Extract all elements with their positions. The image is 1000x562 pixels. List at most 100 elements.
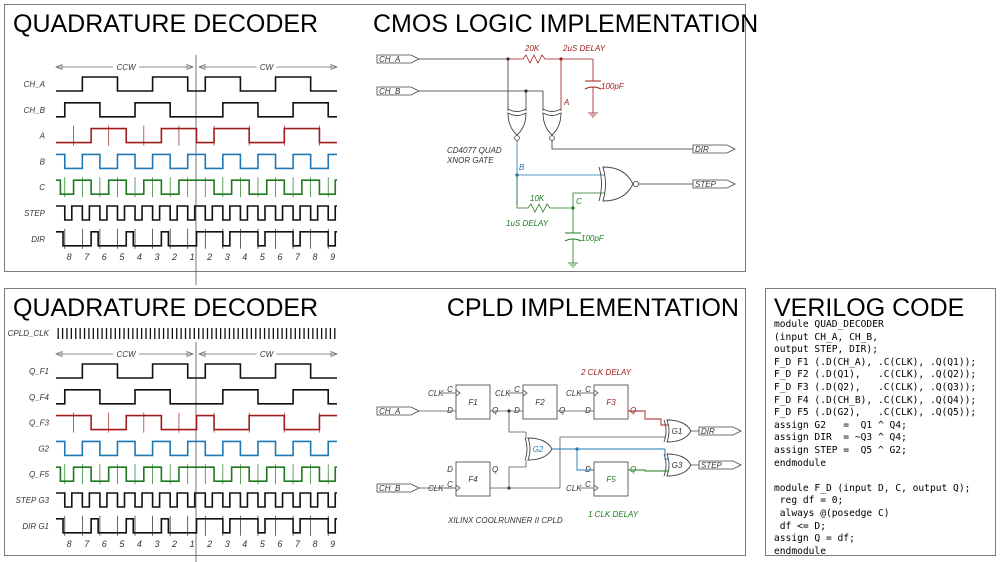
port-dir-label: DIR xyxy=(695,145,709,154)
waveform-dir xyxy=(56,231,337,247)
arrowhead-icon xyxy=(186,350,194,358)
delay-2clk-label: 2 CLK DELAY xyxy=(580,368,632,377)
wire xyxy=(572,192,605,208)
flipflop-f5 xyxy=(593,461,629,497)
cw-label: CW xyxy=(260,63,275,72)
arrowhead-icon xyxy=(330,350,338,358)
step-number: 9 xyxy=(330,539,335,549)
waveform-dir-g1 xyxy=(56,518,337,534)
xor-gate-g1-label: G1 xyxy=(672,427,683,436)
delay-1clk-label: 1 CLK DELAY xyxy=(588,510,639,519)
waveform-q_f4 xyxy=(56,389,337,405)
flipflop-f4 xyxy=(455,461,491,497)
step-number: 2 xyxy=(206,252,212,262)
port-ch-a-label: CH_A xyxy=(379,55,400,64)
wire xyxy=(508,466,526,488)
port-step xyxy=(692,179,736,189)
step-number: 2 xyxy=(171,539,177,549)
signal-label-b: B xyxy=(40,157,46,166)
flipflop-f2-label: F2 xyxy=(535,398,545,407)
cap2-label: 100pF xyxy=(581,234,605,243)
waveform-step-g3 xyxy=(56,492,337,508)
xnor-gate-2 xyxy=(542,108,562,112)
step-number: 3 xyxy=(154,252,159,262)
ccw-label: CCW xyxy=(116,350,137,359)
clock-input-icon xyxy=(593,484,599,492)
waveform-step xyxy=(56,205,337,221)
junction xyxy=(575,447,579,451)
clock-input-icon xyxy=(522,389,528,397)
port-dir xyxy=(698,426,742,436)
step-number: 7 xyxy=(84,252,90,262)
inversion-bubble xyxy=(514,135,520,141)
label-bg xyxy=(256,62,277,72)
clock-label: CPLD_CLK xyxy=(8,329,50,338)
step-number: 2 xyxy=(206,539,212,549)
label-bg xyxy=(113,62,139,72)
inversion-bubble xyxy=(549,135,555,141)
step-number: 4 xyxy=(242,539,247,549)
pin-clk: CLK xyxy=(428,389,444,398)
pin-q: Q xyxy=(492,406,498,415)
step-number: 5 xyxy=(119,539,125,549)
step-number: 6 xyxy=(102,252,107,262)
xnor-gate-1 xyxy=(507,108,527,112)
flipflop-f4-label: F4 xyxy=(468,475,478,484)
xnor-gate-2 xyxy=(542,112,562,136)
flipflop-f3-label: F3 xyxy=(606,398,616,407)
step-number: 7 xyxy=(295,539,301,549)
chip-label: XILINX COOLRUNNER II CPLD xyxy=(447,516,563,525)
arrowhead-icon xyxy=(55,63,63,71)
pin-q: Q xyxy=(630,406,636,415)
xor-gate-g1 xyxy=(666,419,692,443)
signal-label-q_f5: Q_F5 xyxy=(29,470,50,479)
arrowhead-icon xyxy=(55,350,63,358)
pin-c: C xyxy=(447,480,453,489)
xor-gate-g1 xyxy=(663,419,667,443)
xor-gate-g2 xyxy=(524,437,528,461)
xor-gate-g3 xyxy=(666,453,692,477)
step-number: 6 xyxy=(102,539,107,549)
step-number: 5 xyxy=(119,252,125,262)
step-number: 6 xyxy=(277,252,282,262)
cap1-label: 100pF xyxy=(601,82,625,91)
waveform-q_f5 xyxy=(56,466,337,482)
pin-d: D xyxy=(447,465,453,474)
signal-label-q_f1: Q_F1 xyxy=(29,367,49,376)
step-number: 3 xyxy=(154,539,159,549)
pin-clk: CLK xyxy=(495,389,511,398)
port-step-label: STEP xyxy=(701,461,723,470)
label-bg xyxy=(256,349,277,359)
signal-label-a: A xyxy=(39,132,45,141)
step-number: 6 xyxy=(277,539,282,549)
step-number: 2 xyxy=(171,252,177,262)
signal-label-ch_b: CH_B xyxy=(24,106,46,115)
wire xyxy=(628,469,669,472)
step-number: 3 xyxy=(225,252,230,262)
pin-clk: CLK xyxy=(428,484,444,493)
flipflop-f2 xyxy=(522,384,558,420)
waveform-q_f1 xyxy=(56,363,337,379)
node-c-label: C xyxy=(576,197,582,206)
flipflop-f5-label: F5 xyxy=(606,475,616,484)
clock-input-icon xyxy=(455,389,461,397)
step-number: 1 xyxy=(190,539,195,549)
arrowhead-icon xyxy=(330,63,338,71)
pin-q: Q xyxy=(559,406,565,415)
signal-label-g2: G2 xyxy=(38,444,49,453)
port-ch-a-label: CH_A xyxy=(379,407,400,416)
waveform-ch_b xyxy=(56,102,337,118)
wire xyxy=(576,449,594,471)
panel-title: VERILOG CODE xyxy=(774,294,965,322)
wire xyxy=(559,436,665,488)
port-ch-a xyxy=(376,406,420,416)
step-number: 7 xyxy=(295,252,301,262)
pin-d: D xyxy=(585,465,591,474)
resistor-20k xyxy=(508,54,561,64)
